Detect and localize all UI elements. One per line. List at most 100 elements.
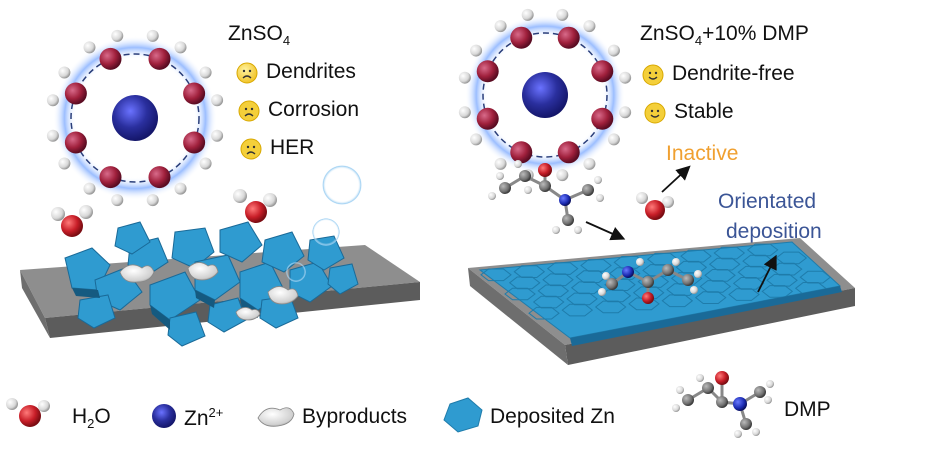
hex-tile [599, 289, 632, 303]
solvated-water-molecule [83, 166, 124, 207]
right-title-sub: 4 [694, 33, 703, 49]
legend-zinc-main: Zn [184, 407, 209, 430]
hex-tile [766, 273, 798, 287]
legend-zinc-sup: 2+ [208, 405, 224, 420]
hex-tile [508, 276, 541, 290]
hex-tile [608, 267, 641, 280]
left-byproducts [119, 262, 299, 321]
hex-tile [604, 278, 636, 291]
hex-tile [575, 270, 608, 283]
inactive-label: Inactive [666, 142, 739, 165]
solvated-water-molecule [46, 129, 87, 170]
benefit-stable: Stable [674, 100, 734, 123]
legend-zinc-ion-icon [152, 404, 176, 428]
orientated-label-line2: deposition [726, 220, 822, 243]
hex-tile [532, 295, 565, 309]
legend-water-o: O [94, 405, 111, 428]
hex-tile [661, 294, 694, 308]
solvated-water-molecule [591, 106, 632, 146]
solvated-water-molecule [458, 44, 499, 84]
hex-tile [694, 291, 727, 304]
hex-tile [728, 288, 760, 301]
solvated-water-molecule [494, 8, 534, 49]
solvated-water-molecule [83, 29, 124, 70]
benefit-dendrite-free: Dendrite-free [672, 62, 795, 85]
legend [6, 371, 774, 438]
hex-tile [542, 273, 574, 287]
inactive-arrow [661, 165, 691, 193]
legend-dmp-molecule-icon [672, 371, 774, 438]
legend-water-h: H [72, 405, 88, 428]
legend-deposited-zn-icon [443, 397, 483, 433]
legend-zinc-ion-label: Zn2+ [184, 405, 223, 431]
legend-water-sub: 2 [87, 416, 95, 432]
hex-tile [704, 269, 736, 282]
happy-face-icon [644, 102, 666, 124]
left-title-sub: 4 [282, 33, 291, 49]
solvation-dmp-molecule [488, 160, 604, 234]
right-deposit-edge [570, 286, 842, 346]
solvated-water-molecule [183, 129, 224, 170]
legend-byproducts-icon [257, 407, 295, 427]
hex-tile [513, 265, 546, 278]
sad-face-icon [236, 62, 258, 84]
left-title: ZnSO4 [228, 22, 290, 48]
hex-tile [570, 281, 603, 295]
sad-face-icon [238, 100, 260, 122]
legend-byproducts-label: Byproducts [302, 405, 408, 428]
hex-tile [708, 257, 741, 271]
hex-tile [670, 272, 703, 285]
hex-tile [713, 246, 746, 260]
left-panel [20, 29, 420, 347]
hex-tile [561, 303, 594, 317]
solvated-water-molecule [183, 66, 224, 107]
legend-water-icon [6, 398, 50, 427]
left-solvation-shell [46, 29, 224, 207]
happy-face-icon [642, 64, 664, 86]
legend-water-label: H2O [72, 405, 111, 431]
solvated-water-molecule [591, 44, 632, 84]
hex-tile [699, 280, 732, 293]
solvated-water-molecule [556, 8, 596, 49]
left-title-main: ZnSO [228, 22, 283, 45]
issue-corrosion: Corrosion [268, 98, 360, 121]
solvated-water-molecule [46, 66, 87, 107]
sad-face-icon [240, 138, 262, 160]
adsorption-arrow [585, 221, 626, 241]
hex-tile [613, 256, 646, 269]
issue-her: HER [270, 136, 315, 159]
issue-dendrites: Dendrites [266, 60, 356, 83]
hex-tile [632, 286, 665, 300]
inactive-water-molecule [636, 192, 674, 220]
hex-tile [546, 262, 579, 275]
left-water-molecule-1 [51, 205, 93, 237]
solvated-water-molecule [146, 29, 187, 70]
left-water-molecule-2 [233, 189, 277, 223]
surface-dmp-molecule [598, 258, 702, 304]
right-title: ZnSO4+10% DMP [640, 22, 809, 48]
hex-tile [580, 259, 612, 272]
hex-tile [737, 265, 770, 279]
hex-tile [680, 249, 712, 263]
left-dendrite-flakes [64, 221, 359, 347]
hex-tile [594, 300, 627, 314]
solvated-water-molecule [458, 106, 499, 146]
right-panel [458, 8, 855, 365]
hex-tile [732, 277, 765, 290]
orientation-arrow [757, 254, 777, 293]
legend-dmp-label: DMP [784, 398, 831, 421]
legend-deposited-zn-label: Deposited Zn [490, 405, 615, 428]
hex-tile [799, 270, 832, 284]
hex-tile [537, 284, 570, 298]
right-title-main: ZnSO [640, 22, 695, 45]
hex-tile [480, 268, 512, 282]
solvated-water-molecule [556, 141, 596, 182]
hydrogen-bubbles [286, 165, 362, 282]
hex-tile [566, 292, 598, 306]
orientated-label-line1: Orientated [718, 190, 817, 213]
hex-tile [504, 287, 536, 301]
solvated-water-molecule [146, 166, 187, 207]
right-title-suffix: +10% DMP [702, 22, 809, 45]
right-solvation-shell [458, 8, 632, 182]
